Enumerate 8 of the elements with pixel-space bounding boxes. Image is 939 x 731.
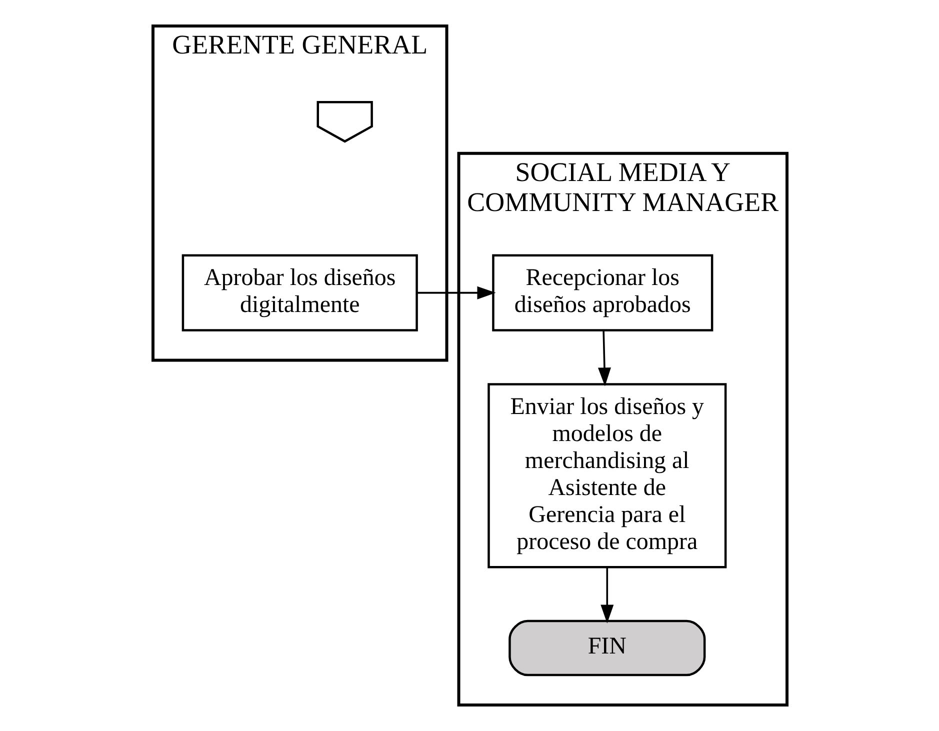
node-pentagon — [316, 100, 372, 143]
node-box: Aprobar los diseños digitalmente — [181, 254, 418, 332]
node-box: Recepcionar los diseños aprobados — [492, 254, 713, 332]
arrow — [600, 567, 614, 624]
node-box: FIN — [508, 620, 706, 676]
node-box: Enviar los diseños y modelos de merchandising al Asistente de Gerencia para el proceso de compra — [487, 383, 726, 568]
arrow — [416, 286, 496, 300]
arrow — [597, 330, 610, 386]
